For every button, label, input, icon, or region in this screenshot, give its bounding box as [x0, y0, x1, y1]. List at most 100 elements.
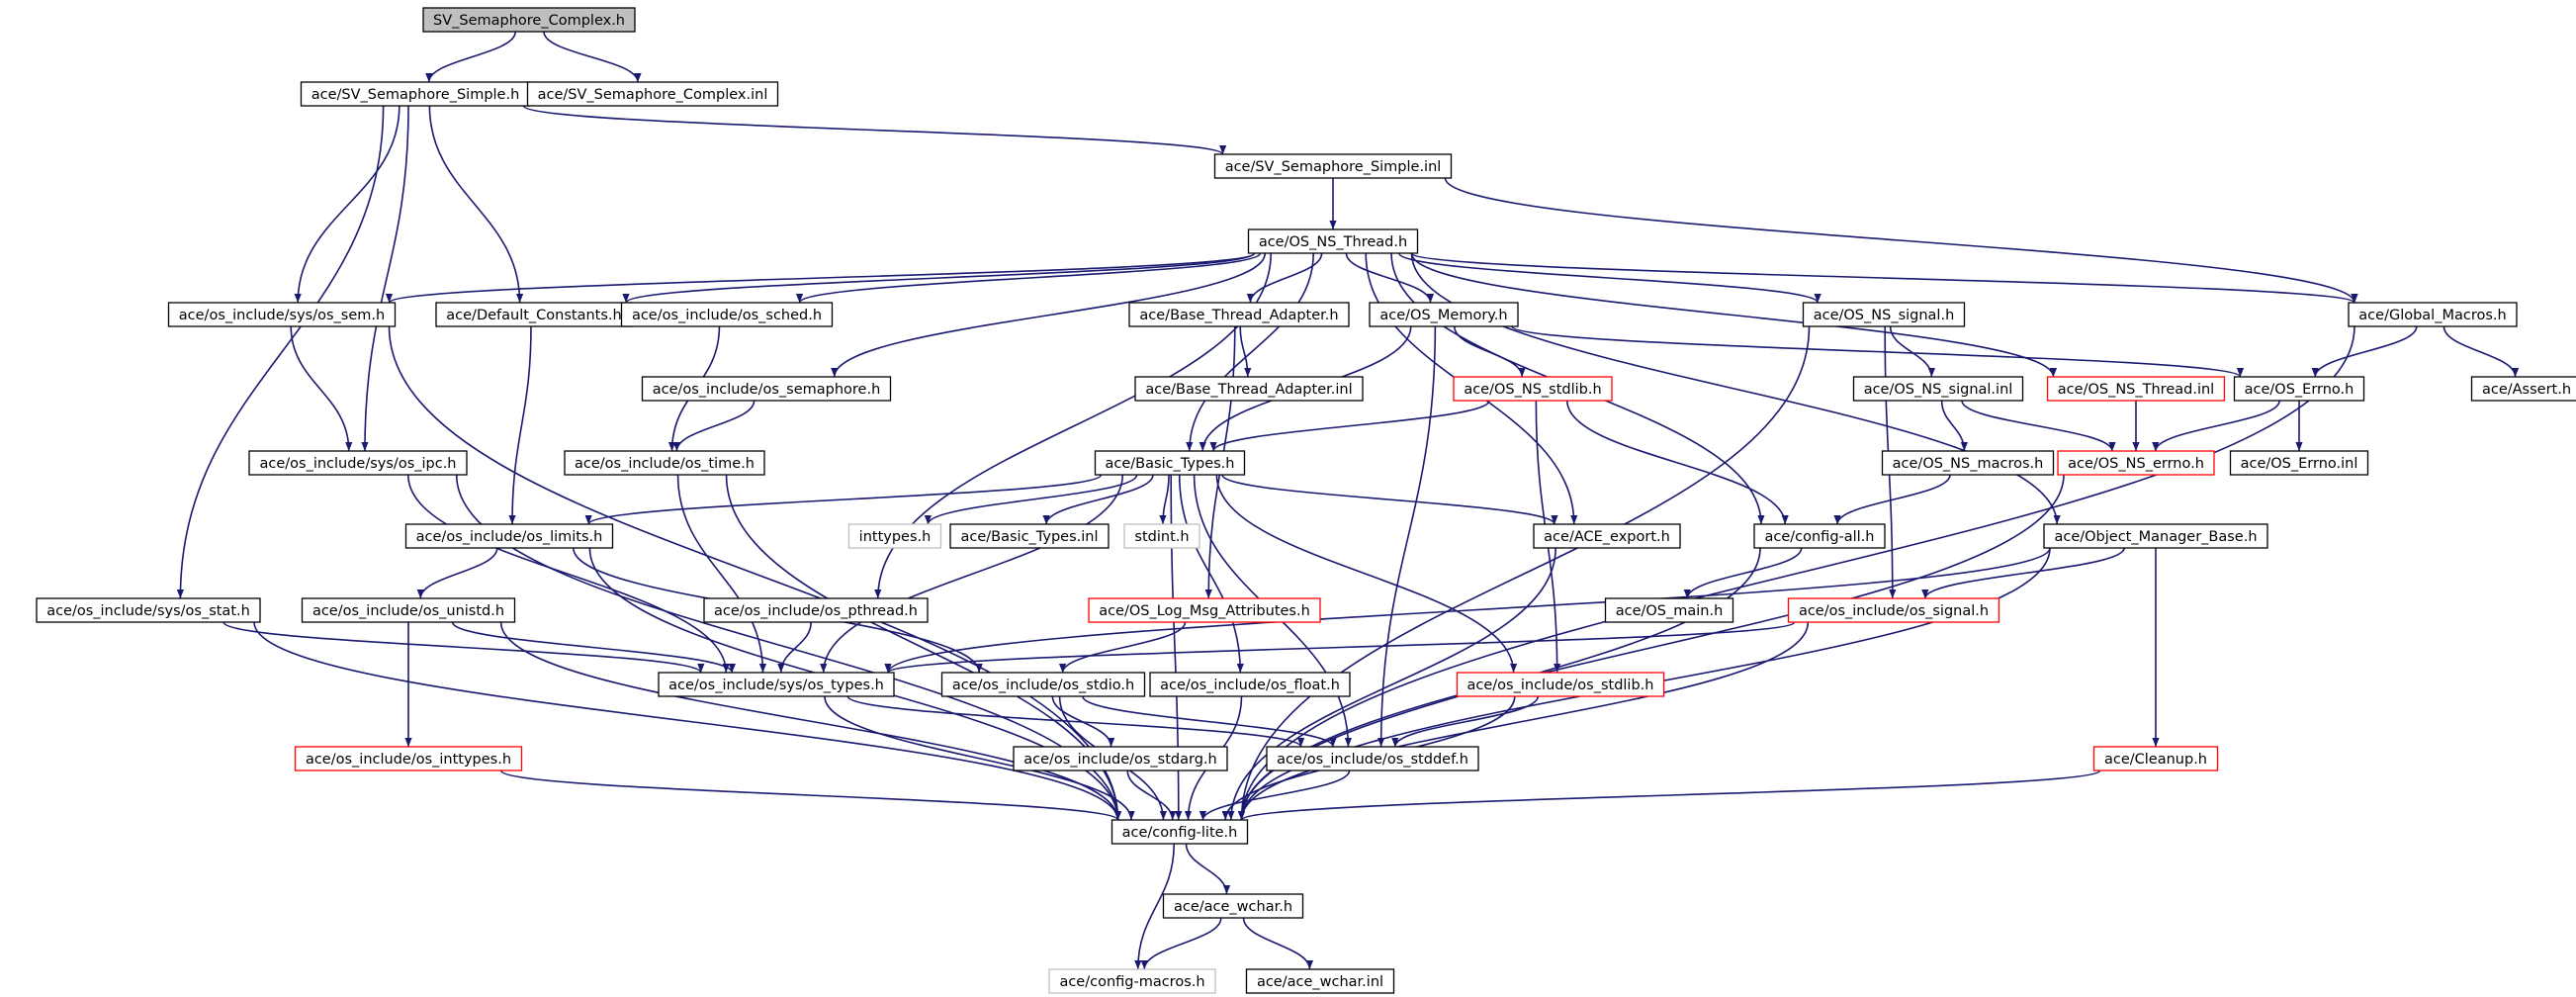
node-ace-os-ns-signal-inl[interactable]: ace/OS_NS_signal.inl [1852, 376, 2024, 402]
edge-acewchar-to-acewcharinl [1242, 917, 1314, 970]
node-ace-assert-h[interactable]: ace/Assert.h [2470, 376, 2576, 402]
node-ace-base-thread-adapter-inl[interactable]: ace/Base_Thread_Adapter.inl [1134, 376, 1364, 402]
node-label: ace/os_include/os_limits.h [416, 529, 603, 545]
edge-osnsthread-to-osmem [1345, 252, 1435, 304]
node-ace-basic-types-inl[interactable]: ace/Basic_Types.inl [949, 523, 1110, 549]
node-ace-os-ns-thread-inl[interactable]: ace/OS_NS_Thread.inl [2046, 376, 2226, 402]
edge-osnsthread-to-ossemaphore [831, 252, 1267, 378]
edge-osstat-to-ostypes [222, 621, 705, 674]
edge-svss-to-ossem [294, 105, 400, 304]
node-box [167, 302, 397, 327]
node-ace-os-include-os-limits-h[interactable]: ace/os_include/os_limits.h [404, 523, 614, 549]
node-box [1533, 523, 1681, 549]
node-label: SV_Semaphore_Complex.h [433, 13, 625, 29]
node-ace-cleanup-h[interactable]: ace/Cleanup.h [2092, 746, 2219, 771]
node-ace-os-include-os-unistd-h[interactable]: ace/os_include/os_unistd.h [301, 597, 516, 623]
node-ace-os-include-os-signal-h[interactable]: ace/os_include/os_signal.h [1787, 597, 2000, 623]
node-box [1802, 302, 1966, 327]
node-ace-os-errno-inl[interactable]: ace/OS_Errno.inl [2229, 450, 2369, 476]
node-label: ace/OS_NS_stdlib.h [1464, 382, 1601, 398]
node-box [1162, 893, 1304, 919]
node-ace-os-include-sys-os-types-h[interactable]: ace/os_include/sys/os_types.h [658, 672, 895, 697]
edge-basictypes-to-ostypes [820, 474, 1124, 674]
node-ace-os-include-os-sched-h[interactable]: ace/os_include/os_sched.h [620, 302, 834, 327]
node-ace-ace-wchar-h[interactable]: ace/ace_wchar.h [1162, 893, 1304, 919]
node-box [1852, 376, 2024, 402]
node-ace-sv-semaphore-simple-h[interactable]: ace/SV_Semaphore_Simple.h [300, 81, 531, 107]
node-box [1753, 523, 1886, 549]
node-box [940, 672, 1146, 697]
edge-basictypes-to-oslimits [584, 474, 1103, 525]
node-label: ace/SV_Semaphore_Simple.h [311, 87, 520, 103]
node-ace-basic-types-h[interactable]: ace/Basic_Types.h [1094, 450, 1246, 476]
node-box [564, 450, 765, 476]
edge-osnsthread-to-globmac [1410, 252, 2358, 304]
edge-osnsthread-to-bta [1246, 252, 1323, 304]
node-ace-os-include-os-stdarg-h[interactable]: ace/os_include/os_stdarg.h [1013, 746, 1228, 771]
node-label: ace/SV_Semaphore_Complex.inl [538, 87, 768, 103]
edge-osmem-to-osnsstdlib [1454, 325, 1526, 378]
node-ace-os-include-sys-os-ipc-h[interactable]: ace/os_include/sys/os_ipc.h [248, 450, 468, 476]
node-ace-ace-export-h[interactable]: ace/ACE_export.h [1533, 523, 1681, 549]
node-stdint-h[interactable]: stdint.h [1123, 523, 1200, 549]
edge-omb-to-ossignal [1921, 547, 2125, 599]
node-box [1149, 672, 1351, 697]
edge-globmac-to-configlite [1237, 325, 2355, 821]
node-ace-os-ns-thread-h[interactable]: ace/OS_NS_Thread.h [1247, 228, 1419, 254]
edge-osnsthread-to-basictypes [1186, 252, 1314, 452]
edge-basictypes-to-basictypesinl [1042, 474, 1154, 525]
node-ace-os-include-os-float-h[interactable]: ace/os_include/os_float.h [1149, 672, 1351, 697]
node-ace-os-ns-stdlib-h[interactable]: ace/OS_NS_stdlib.h [1453, 376, 1613, 402]
edge-basictypes-to-osstdlib [1215, 474, 1518, 674]
node-ace-config-all-h[interactable]: ace/config-all.h [1753, 523, 1886, 549]
node-label: ace/OS_Errno.inl [2241, 456, 2358, 472]
node-ace-os-ns-macros-h[interactable]: ace/OS_NS_macros.h [1881, 450, 2055, 476]
edge-osnsthread-to-osnssignal [1398, 252, 1821, 304]
edge-osnsstdlib-to-basictypes [1209, 400, 1490, 452]
node-label: ace/OS_NS_Thread.inl [2058, 382, 2214, 398]
edge-aceexport-to-configlite [1227, 547, 1556, 821]
node-inttypes-h[interactable]: inttypes.h [847, 523, 942, 549]
node-ace-default-constants-h[interactable]: ace/Default_Constants.h [435, 302, 633, 327]
node-label: ace/Basic_Types.h [1106, 456, 1235, 472]
node-ace-os-errno-h[interactable]: ace/OS_Errno.h [2233, 376, 2365, 402]
node-box [36, 597, 261, 623]
node-box [2229, 450, 2369, 476]
node-ace-config-lite-h[interactable]: ace/config-lite.h [1110, 819, 1249, 845]
node-label: stdint.h [1134, 529, 1189, 545]
edge-osunistd-to-configlite [499, 621, 1122, 821]
node-ace-os-include-os-stddef-h[interactable]: ace/os_include/os_stddef.h [1266, 746, 1479, 771]
node-ace-os-include-os-stdlib-h[interactable]: ace/os_include/os_stdlib.h [1456, 672, 1665, 697]
node-ace-os-log-msg-attributes-h[interactable]: ace/OS_Log_Msg_Attributes.h [1088, 597, 1321, 623]
node-ace-os-include-os-semaphore-h[interactable]: ace/os_include/os_semaphore.h [641, 376, 892, 402]
node-ace-base-thread-adapter-h[interactable]: ace/Base_Thread_Adapter.h [1128, 302, 1350, 327]
node-ace-os-ns-errno-h[interactable]: ace/OS_NS_errno.h [2057, 450, 2215, 476]
node-ace-sv-semaphore-complex-inl[interactable]: ace/SV_Semaphore_Complex.inl [526, 81, 779, 107]
node-ace-os-ns-signal-h[interactable]: ace/OS_NS_signal.h [1802, 302, 1966, 327]
edge-cleanup-to-configlite [1238, 770, 2101, 821]
node-ace-ace-wchar-inl[interactable]: ace/ace_wchar.inl [1245, 968, 1395, 994]
node-ace-os-include-sys-os-sem-h[interactable]: ace/os_include/sys/os_sem.h [167, 302, 397, 327]
node-ace-os-include-sys-os-stat-h[interactable]: ace/os_include/sys/os_stat.h [36, 597, 261, 623]
edge-root-to-svcinl [543, 31, 642, 83]
node-label: ace/OS_NS_errno.h [2068, 456, 2204, 472]
edge-osunistd-to-ostypes [451, 621, 736, 674]
node-ace-os-include-os-stdio-h[interactable]: ace/os_include/os_stdio.h [940, 672, 1146, 697]
node-label: ace/Default_Constants.h [446, 308, 621, 323]
node-box [1094, 450, 1246, 476]
edge-osnssignalinl-to-osnsmacros [1940, 400, 1968, 452]
node-ace-os-include-os-pthread-h[interactable]: ace/os_include/os_pthread.h [703, 597, 929, 623]
edge-globmac-to-assert [2443, 325, 2520, 378]
node-ace-os-main-h[interactable]: ace/OS_main.h [1604, 597, 1734, 623]
node-sv-semaphore-complex-h[interactable]: SV_Semaphore_Complex.h [422, 7, 636, 33]
node-ace-os-include-os-inttypes-h[interactable]: ace/os_include/os_inttypes.h [294, 746, 523, 771]
node-ace-sv-semaphore-simple-inl[interactable]: ace/SV_Semaphore_Simple.inl [1213, 153, 1453, 179]
node-box [658, 672, 895, 697]
node-ace-os-memory-h[interactable]: ace/OS_Memory.h [1369, 302, 1519, 327]
node-ace-global-macros-h[interactable]: ace/Global_Macros.h [2348, 302, 2518, 327]
node-label: ace/Assert.h [2482, 382, 2571, 398]
node-ace-os-include-os-time-h[interactable]: ace/os_include/os_time.h [564, 450, 765, 476]
node-box [2043, 523, 2268, 549]
node-ace-object-manager-base-h[interactable]: ace/Object_Manager_Base.h [2043, 523, 2268, 549]
node-ace-config-macros-h[interactable]: ace/config-macros.h [1048, 968, 1216, 994]
